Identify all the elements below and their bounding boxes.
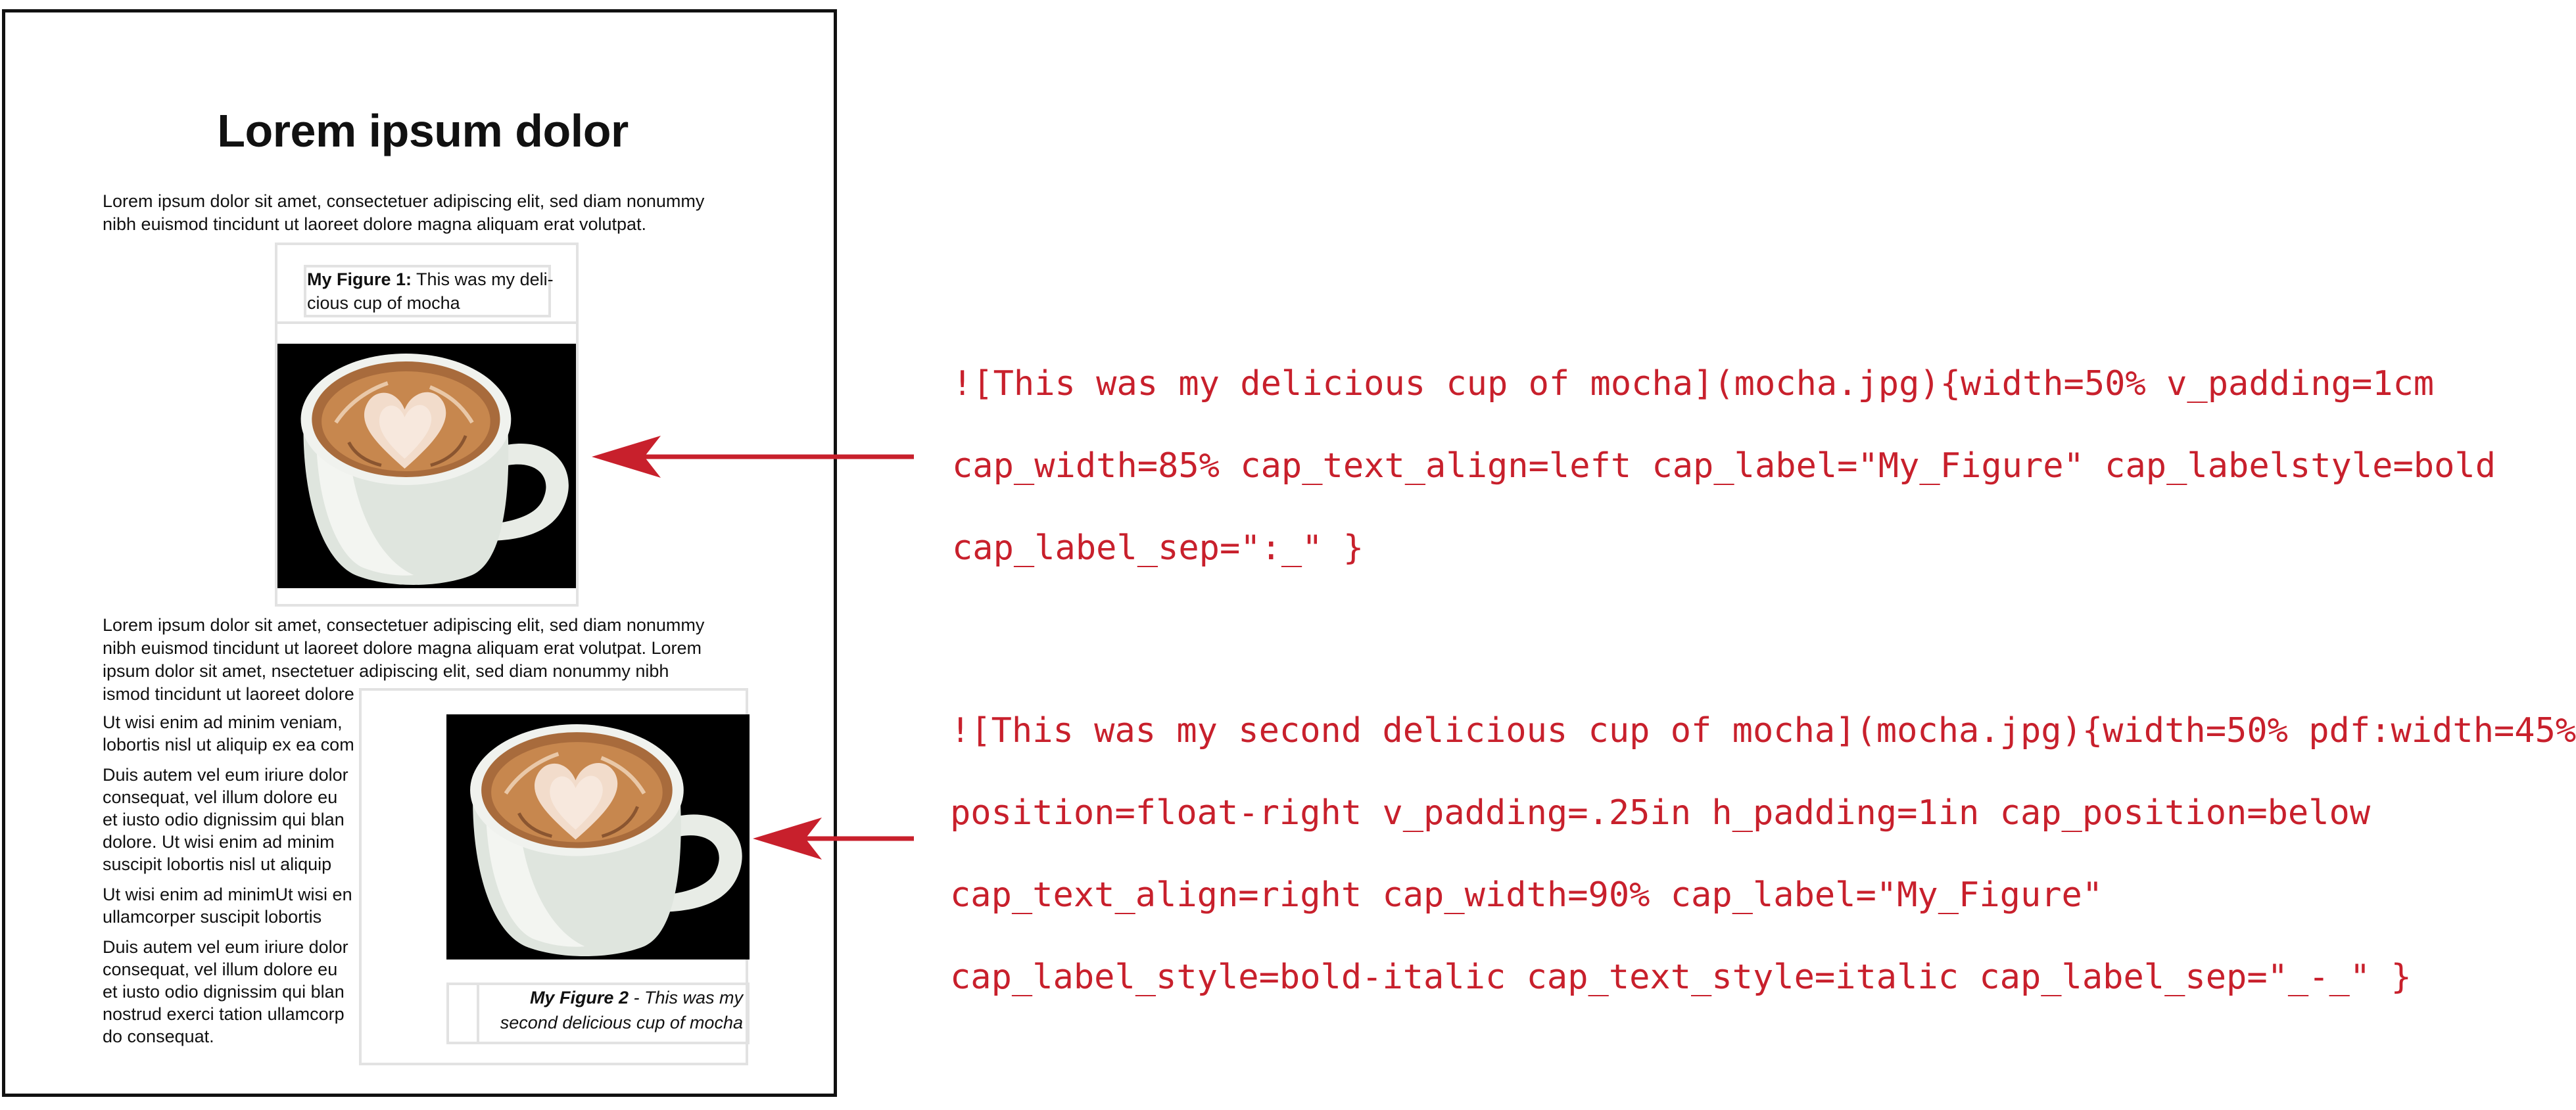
figure-2: My Figure 2 - This was my second delicio…: [359, 688, 748, 1065]
figure-1-caption-frame: [304, 265, 551, 317]
paragraph-line: ullamcorper suscipit lobortis: [103, 907, 322, 927]
figure-1-caption-label: My Figure 1:: [307, 269, 412, 289]
wrapped-paragraph: Ut wisi enim ad minimUt wisi en ullamcor…: [103, 883, 359, 928]
document-page-preview: Lorem ipsum dolor Lorem ipsum dolor sit …: [2, 9, 837, 1097]
code-line: cap_label_style=bold-italic cap_text_sty…: [950, 958, 2412, 997]
paragraph-line: Ut wisi enim ad minimUt wisi en: [103, 885, 352, 904]
wrapped-text-column: Ut wisi enim ad minim veniam, lobortis n…: [103, 711, 359, 1048]
paragraph-line: Lorem ipsum dolor sit amet, consectetuer…: [103, 191, 705, 211]
paragraph-line: nibh euismod tincidunt ut laoreet dolore…: [103, 214, 647, 234]
markdown-code-figure-1: ![This was my delicious cup of mocha](mo…: [952, 343, 2496, 590]
page-title: Lorem ipsum dolor: [217, 105, 629, 156]
wrapped-paragraph: Duis autem vel eum iriure dolor consequa…: [103, 764, 359, 875]
paragraph-line: suscipit lobortis nisl ut aliquip: [103, 854, 332, 874]
paragraph-line: nibh euismod tincidunt ut laoreet dolore…: [103, 638, 702, 658]
paragraph-line: ismod tincidunt ut laoreet dolore: [103, 684, 354, 704]
markdown-code-figure-2: ![This was my second delicious cup of mo…: [950, 690, 2576, 1019]
wrapped-paragraph: Duis autem vel eum iriure dolor consequa…: [103, 936, 359, 1048]
code-line: position=float-right v_padding=.25in h_p…: [950, 793, 2371, 833]
figure-1-caption-text-line2: cious cup of mocha: [307, 293, 460, 313]
wrapped-paragraph: Ut wisi enim ad minim veniam, lobortis n…: [103, 711, 359, 756]
paragraph-line: consequat, vel illum dolore eu: [103, 960, 338, 979]
arrow-to-figure-1: [592, 436, 914, 478]
figure-1: My Figure 1: This was my deli- cious cup…: [275, 243, 579, 607]
figure-1-divider: [277, 321, 576, 324]
figure-2-caption-label: My Figure 2: [529, 988, 629, 1007]
paragraph-line: lobortis nisl ut aliquip ex ea com: [103, 735, 354, 754]
code-line: cap_text_align=right cap_width=90% cap_l…: [950, 875, 2103, 915]
figure-2-caption-separator: -: [628, 988, 644, 1007]
figure-2-caption-frame: [446, 983, 750, 1044]
figure-1-caption: My Figure 1: This was my deli- cious cup…: [307, 267, 554, 315]
mocha-cup-image: [277, 344, 576, 588]
paragraph-line: do consequat.: [103, 1027, 214, 1046]
paragraph-line: Lorem ipsum dolor sit amet, consectetuer…: [103, 615, 705, 635]
arrow-to-figure-2: [753, 818, 914, 860]
intro-paragraph: Lorem ipsum dolor sit amet, consectetuer…: [103, 190, 734, 236]
figure-2-caption-text-line2: second delicious cup of mocha: [500, 1013, 743, 1032]
paragraph-line: Duis autem vel eum iriure dolor: [103, 937, 348, 957]
code-line: cap_label_sep=":_" }: [952, 528, 1364, 568]
figure-2-caption: My Figure 2 - This was my second delicio…: [460, 985, 743, 1035]
figure-1-caption-text: This was my deli-: [412, 269, 554, 289]
figure-2-caption-text: This was my: [644, 988, 743, 1007]
paragraph-line: nostrud exerci tation ullamcorp: [103, 1004, 345, 1024]
mocha-cup-image: [446, 714, 750, 960]
code-line: ![This was my second delicious cup of mo…: [950, 711, 2576, 751]
paragraph-line: Ut wisi enim ad minim veniam,: [103, 712, 343, 732]
paragraph-line: et iusto odio dignissim qui blan: [103, 982, 345, 1002]
code-line: ![This was my delicious cup of mocha](mo…: [952, 364, 2435, 404]
code-line: cap_width=85% cap_text_align=left cap_la…: [952, 446, 2496, 486]
paragraph-line: consequat, vel illum dolore eu: [103, 787, 338, 807]
paragraph-line: dolore. Ut wisi enim ad minim: [103, 832, 335, 852]
body-paragraph: Lorem ipsum dolor sit amet, consectetuer…: [103, 614, 734, 706]
paragraph-line: ipsum dolor sit amet, nsectetuer adipisc…: [103, 661, 669, 681]
paragraph-line: et iusto odio dignissim qui blan: [103, 810, 345, 829]
paragraph-line: Duis autem vel eum iriure dolor: [103, 765, 348, 785]
caption-frame-divider: [477, 985, 479, 1042]
